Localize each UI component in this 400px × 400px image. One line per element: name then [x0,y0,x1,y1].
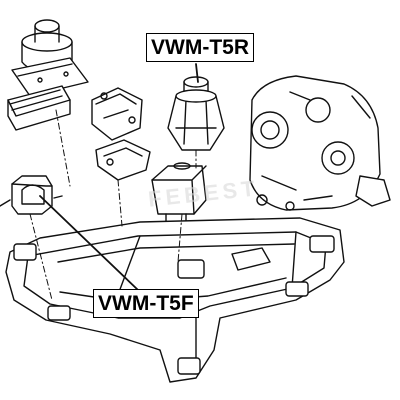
rear-mount-part [167,76,225,151]
bracket-bar [7,85,71,131]
alignment-lines [29,109,197,301]
engine-mount-top-left [11,19,89,97]
mount-bracket-middle [91,87,151,181]
center-mount-block [151,162,207,237]
part-label-rear-mount: VWM-T5R [146,33,254,62]
front-mount-part [0,175,63,215]
part-label-front-mount: VWM-T5F [93,289,199,318]
leader-lines [39,63,199,291]
transmission [249,75,391,211]
